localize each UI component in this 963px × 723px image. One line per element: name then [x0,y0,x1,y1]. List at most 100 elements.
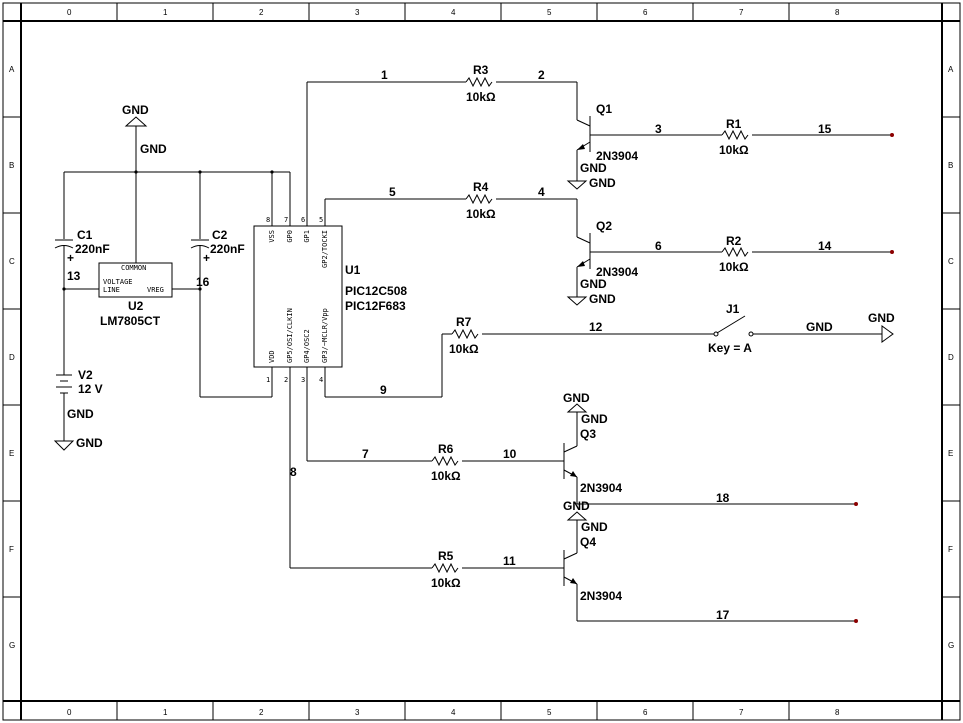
c1-ref: C1 [77,228,93,242]
column-label: 0 [67,708,72,717]
column-label: 2 [259,708,264,717]
u2-body [98,262,173,298]
row-label: A [9,65,15,74]
q3-part: 2N3904 [580,481,622,495]
r1-value: 10kΩ [719,143,749,157]
row-label: B [9,161,14,170]
gnd-q2-icon [566,296,588,306]
u2-part: LM7805CT [100,314,161,328]
r5-ref: R5 [438,549,454,563]
row-label: E [948,449,953,458]
gnd-q2-label: GND [589,292,616,306]
column-label: 5 [547,708,552,717]
column-label: 1 [163,8,168,17]
q2-ref: Q2 [596,219,612,233]
j1-key: Key = A [708,341,752,355]
c1-value: 220nF [75,242,110,256]
q3-ref: Q3 [580,427,596,441]
net-11-label: 11 [503,554,516,568]
v2-ref: V2 [78,368,93,382]
q1-part: 2N3904 [596,149,638,163]
r7-value: 10kΩ [449,342,479,356]
r1-resistor-icon [721,129,749,141]
u2-pin-line: LINE [103,286,120,294]
net-6-label: 6 [655,239,662,253]
c2-ref: C2 [212,228,228,242]
r2-ref: R2 [726,234,742,248]
out-18-terminal [854,502,858,506]
u1-pin-name: GP5/OSI/CLKIN [286,308,294,363]
gnd-q4-icon [566,511,588,521]
u1-pin-name: GP0 [286,230,294,243]
net-15-label: 15 [818,122,832,136]
j1-gnd-net: GND [806,320,833,334]
q2-part: 2N3904 [596,265,638,279]
j1-switch-icon[interactable] [713,331,719,337]
j1-ref: J1 [726,302,740,316]
u2-pin-vreg: VREG [147,286,164,294]
u1-pin-number: 2 [284,376,288,384]
c2-plus: + [203,251,210,265]
u1-part2: PIC12F683 [345,299,406,313]
u1-pin-name: VDD [268,350,276,363]
net-5-label: 5 [389,185,396,199]
out-15-terminal [890,133,894,137]
gnd-q1-label: GND [589,176,616,190]
u1-part1: PIC12C508 [345,284,407,298]
r7-resistor-icon [451,328,479,340]
row-label: A [948,65,954,74]
r3-value: 10kΩ [466,90,496,104]
r6-resistor-icon [431,455,459,467]
u1-pin-number: 1 [266,376,270,384]
u1-pin-number: 3 [301,376,305,384]
u1-pin-name: VSS [268,230,276,243]
u2-pin-voltage: VOLTAGE [103,278,133,286]
gnd-q3-label: GND [563,391,590,405]
q3-branch: 7 R6 10kΩ 10 GND GND Q3 2N3904 18 [307,391,858,506]
power-section: GND GND C1 220nF + 13 COMMON VOLTAGE LIN… [53,103,290,451]
gnd-j1-icon [881,325,894,343]
u1-pin-name: GP2/TOCKI [321,230,329,268]
r4-value: 10kΩ [466,207,496,221]
q4-ref: Q4 [580,535,596,549]
gnd-q3-icon [566,403,588,413]
r4-ref: R4 [473,180,489,194]
column-label: 8 [835,708,840,717]
row-label: C [9,257,15,266]
column-label: 0 [67,8,72,17]
u1-pin-number: 7 [284,216,288,224]
c1-plus: + [67,251,74,265]
u1-pin-name: GP1 [303,230,311,243]
gnd-q4-label: GND [563,499,590,513]
gnd-top-label: GND [122,103,149,117]
r3-ref: R3 [473,63,489,77]
net-14-label: 14 [818,239,832,253]
net-8-label: 8 [290,465,297,479]
row-label: F [948,545,953,554]
net-17-label: 17 [716,608,730,622]
c2-value: 220nF [210,242,245,256]
q4-part: 2N3904 [580,589,622,603]
r7-ref: R7 [456,315,472,329]
r2-value: 10kΩ [719,260,749,274]
r5-value: 10kΩ [431,576,461,590]
net-16-label: 16 [196,275,210,289]
r2-resistor-icon [721,246,749,258]
row-label: G [948,641,954,650]
q1-branch: 1 R3 10kΩ 2 Q1 2N3904 GND GND 3 R1 10kΩ … [307,63,894,190]
row-label: F [9,545,14,554]
q2-branch: 5 R4 10kΩ 4 Q2 2N3904 GND GND 6 R2 10kΩ … [325,180,894,306]
net-4-label: 4 [538,185,545,199]
r1-ref: R1 [726,117,742,131]
row-label: D [9,353,15,362]
column-label: 8 [835,8,840,17]
row-label: B [948,161,953,170]
gnd-top-icon [124,116,148,127]
v2-gnd-net: GND [67,407,94,421]
row-label: G [9,641,15,650]
q1-gnd-net: GND [580,161,607,175]
